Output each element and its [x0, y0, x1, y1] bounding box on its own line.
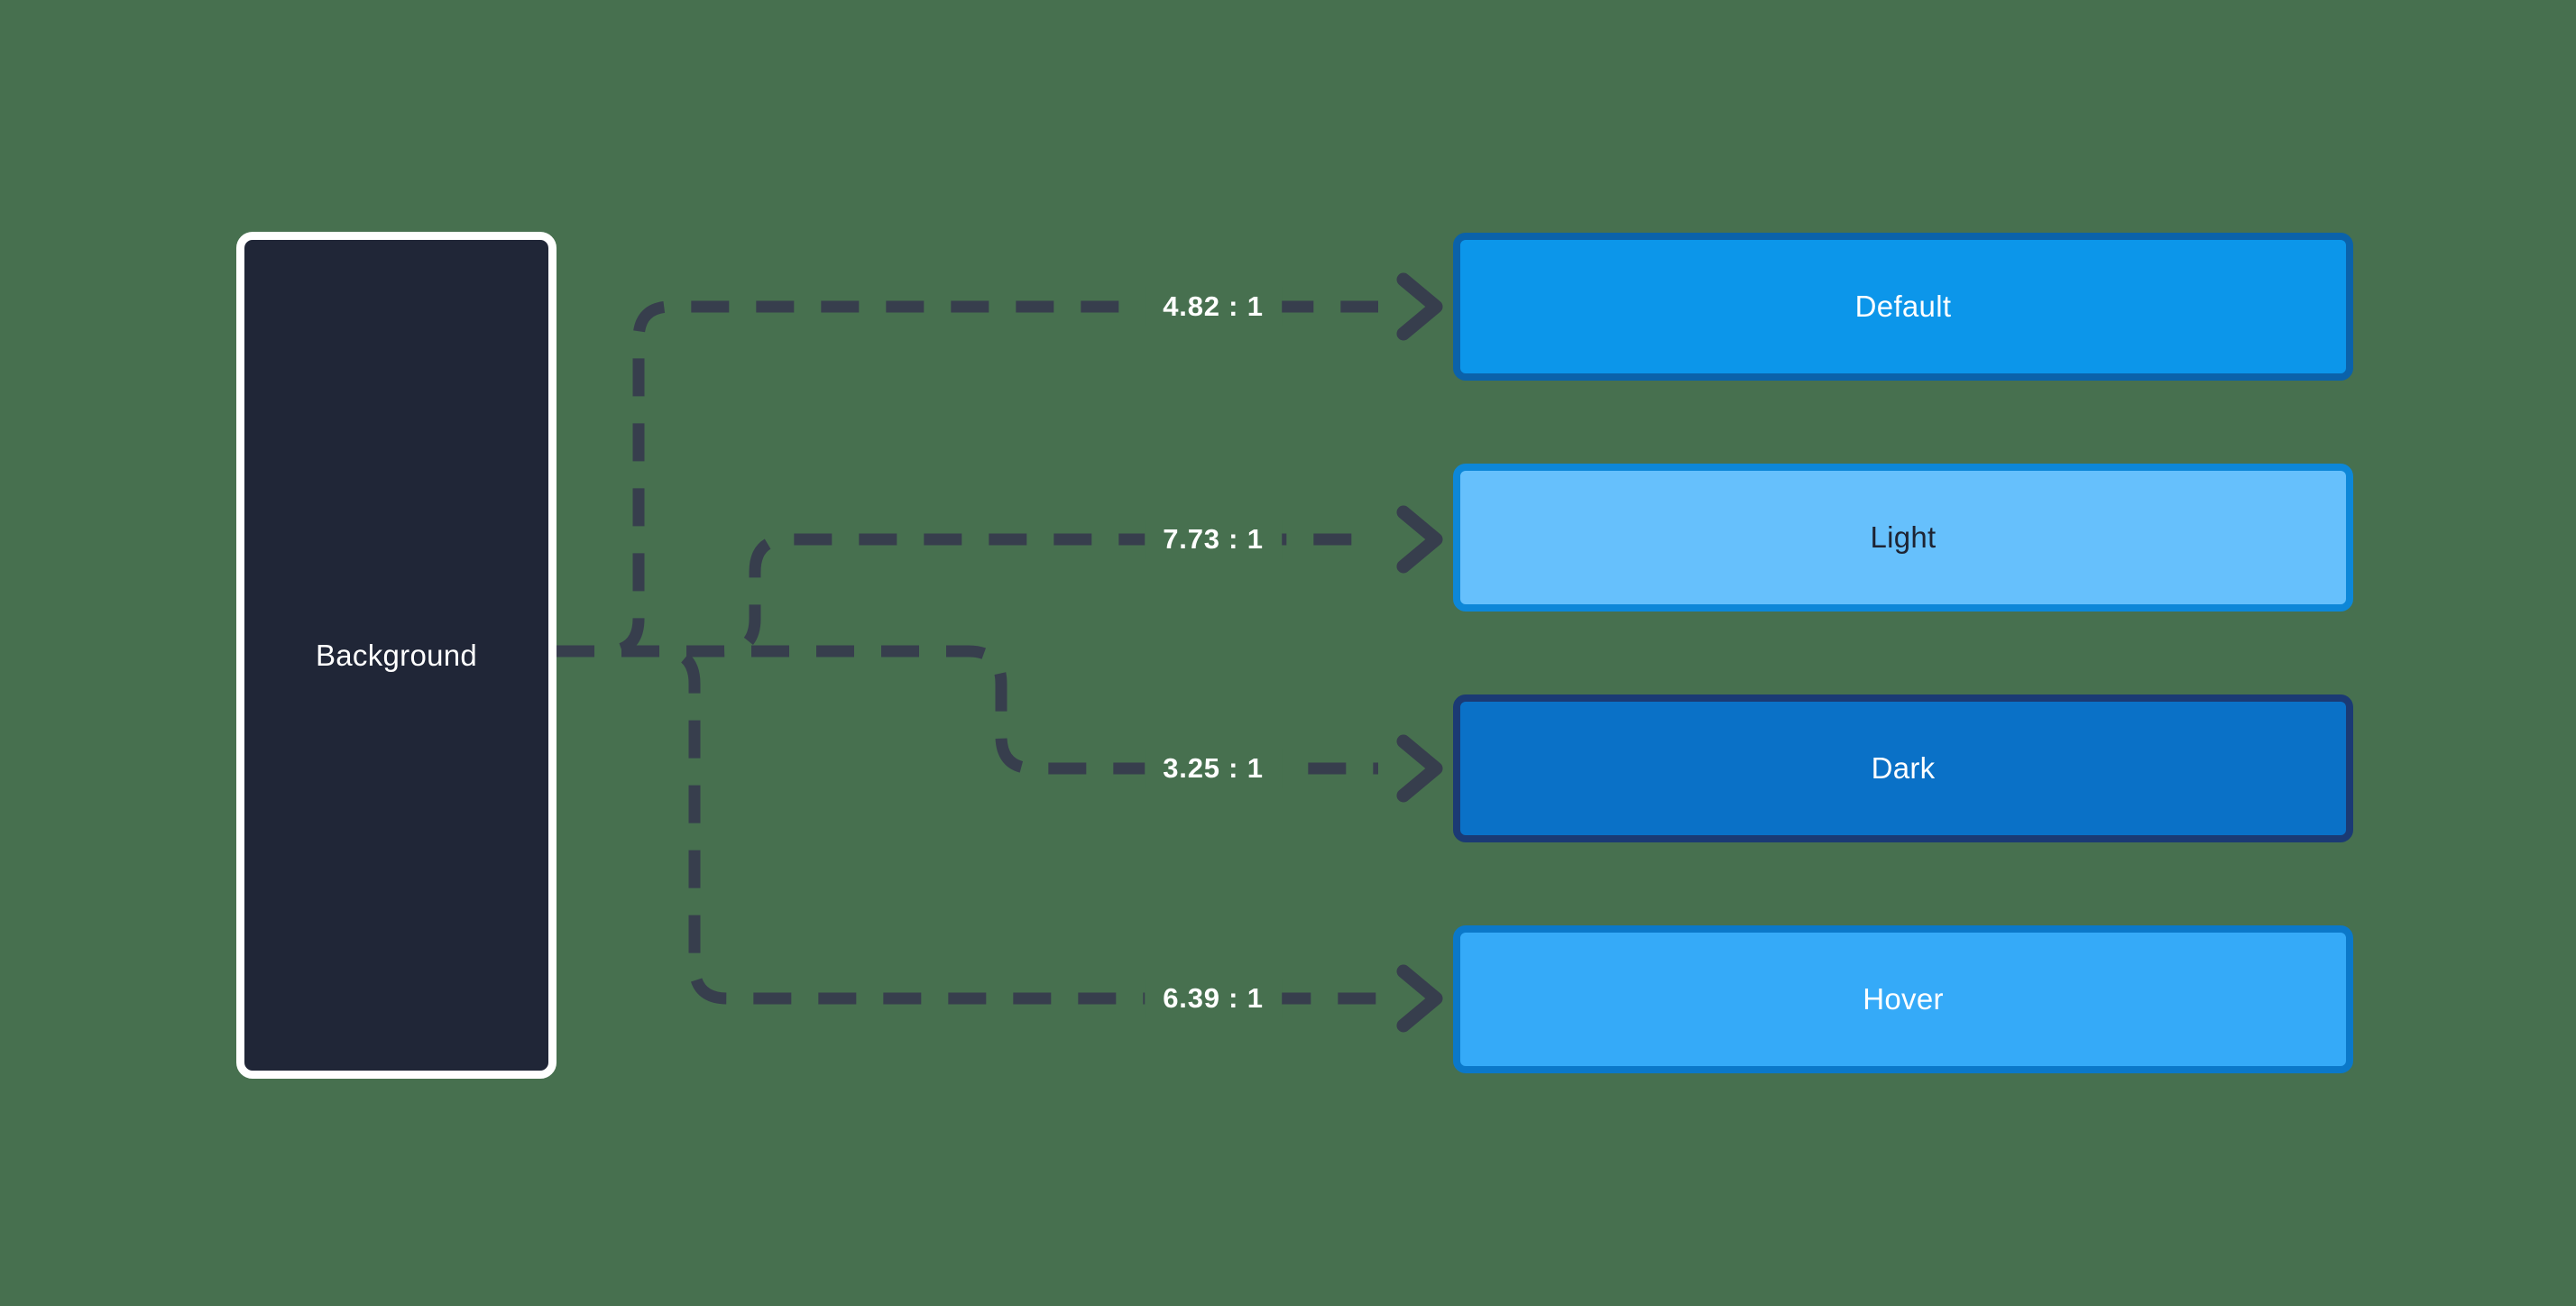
ratio-label-default: 4.82 : 1 — [1145, 287, 1282, 326]
connector-hover — [557, 645, 1378, 1005]
light-swatch: Light — [1453, 464, 2353, 612]
ratio-label-hover: 6.39 : 1 — [1145, 979, 1282, 1018]
arrowhead-light-icon — [1396, 505, 1443, 574]
arrowhead-dark-icon — [1396, 734, 1443, 803]
hover-swatch: Hover — [1453, 925, 2353, 1073]
default-swatch: Default — [1453, 233, 2353, 381]
arrowhead-default-icon — [1396, 272, 1443, 341]
ratio-label-dark: 3.25 : 1 — [1145, 749, 1282, 788]
dark-swatch-label: Dark — [1871, 751, 1936, 785]
default-swatch-label: Default — [1854, 290, 1952, 323]
light-swatch-label: Light — [1870, 520, 1937, 554]
arrowhead-hover-icon — [1396, 964, 1443, 1033]
background-swatch-label: Background — [315, 638, 478, 672]
dark-swatch: Dark — [1453, 694, 2353, 842]
ratio-label-light: 7.73 : 1 — [1145, 520, 1282, 559]
connector-dark — [557, 645, 1378, 775]
connector-default — [557, 300, 1378, 658]
hover-swatch-label: Hover — [1863, 982, 1944, 1016]
background-swatch: Background — [236, 232, 557, 1079]
